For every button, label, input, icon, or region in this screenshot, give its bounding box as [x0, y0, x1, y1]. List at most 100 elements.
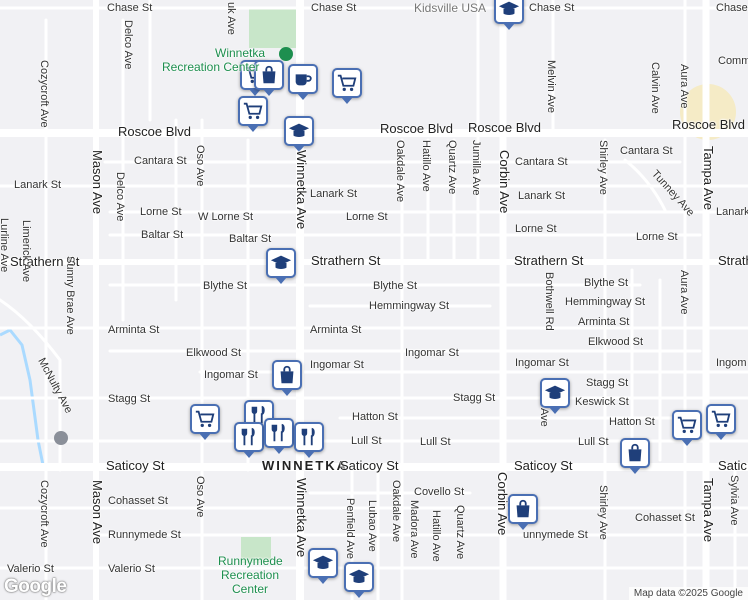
shopping-cart-icon[interactable]	[332, 68, 362, 104]
street-label: Covello St	[414, 486, 465, 498]
school-cap-icon[interactable]	[540, 378, 570, 414]
shopping-cart-icon[interactable]	[190, 404, 220, 440]
street-label: Quartz Ave	[454, 505, 466, 560]
street-label: Cantara St	[515, 156, 568, 168]
street-label: Ingomar St	[405, 347, 459, 359]
street-label: Ave	[538, 408, 550, 427]
shopping-bag-icon[interactable]	[620, 438, 650, 474]
street-label: Roscoe Blvd	[468, 120, 541, 135]
street-label: Runnymede St	[108, 529, 181, 541]
street-label: Winnetka Ave	[294, 150, 309, 230]
street-label: Hatton St	[352, 411, 398, 423]
street-label: Roscoe Blvd	[380, 121, 453, 136]
street-label: Baltar St	[141, 229, 184, 241]
place-label: Kidsville USA	[414, 1, 487, 15]
street-label: Lubao Ave	[366, 500, 378, 552]
street-label: Cozycroft Ave	[38, 60, 50, 128]
street-label: Corbin Ave	[495, 472, 510, 536]
street-label: Strathern St	[514, 253, 584, 268]
place-label: Center	[232, 582, 269, 596]
park-marker-icon[interactable]	[279, 47, 293, 61]
place-label: Winnetka	[215, 46, 266, 60]
map-attribution[interactable]: Map data ©2025 Google	[628, 587, 748, 600]
street-label: Oso Ave	[194, 145, 206, 187]
school-cap-icon[interactable]	[494, 0, 524, 30]
street-label: Strath	[718, 253, 748, 268]
school-cap-icon[interactable]	[308, 548, 338, 584]
shopping-bag-icon[interactable]	[508, 494, 538, 530]
street-label: Aura Ave	[678, 64, 690, 109]
street-label: Tampa Ave	[701, 478, 716, 543]
street-label: Saticoy St	[340, 458, 399, 473]
street-label: Strathern St	[311, 253, 381, 268]
street-label: Mason Ave	[90, 150, 105, 215]
street-label: Cantara St	[620, 145, 673, 157]
school-cap-icon[interactable]	[284, 116, 314, 152]
shopping-bag-icon[interactable]	[272, 360, 302, 396]
street-label: Chase St	[107, 2, 153, 14]
coffee-cup-icon[interactable]	[288, 64, 318, 100]
street-label: Mason Ave	[90, 480, 105, 545]
street-label: W Lorne St	[198, 211, 254, 223]
street-label: Chase St	[716, 2, 748, 14]
street-label: Tampa Ave	[701, 146, 716, 211]
street-label: Lanark St	[518, 190, 566, 202]
street-label: Delco Ave	[114, 172, 126, 222]
street-label: Comm	[718, 55, 748, 67]
school-cap-icon[interactable]	[266, 248, 296, 284]
street-label: Blythe St	[203, 280, 248, 292]
street-label: Hemmingway St	[369, 300, 450, 312]
restaurant-icon[interactable]	[234, 422, 264, 458]
street-label: Delco Ave	[122, 20, 134, 70]
shopping-cart-icon[interactable]	[238, 96, 268, 132]
street-label: Madora Ave	[408, 500, 420, 559]
street-label: Lull St	[351, 435, 382, 447]
street-label: Cantara St	[134, 155, 187, 167]
street-label: Lull St	[420, 436, 451, 448]
shopping-cart-icon[interactable]	[706, 404, 736, 440]
google-logo: Google	[4, 576, 67, 597]
shopping-bag-icon[interactable]	[254, 60, 284, 96]
street-label: Lull St	[578, 436, 609, 448]
street-label: Arminta St	[108, 324, 160, 336]
street-label: Lorne St	[515, 223, 557, 235]
street-label: Oso Ave	[194, 476, 206, 518]
street-label: Winnetka Ave	[294, 478, 309, 558]
place-label: Recreation Center	[162, 60, 260, 74]
street-label: unnymede St	[523, 529, 588, 541]
street-label: Oakdale Ave	[394, 140, 406, 203]
place-label: Recreation	[221, 568, 280, 582]
street-label: Arminta St	[578, 316, 630, 328]
street-label: Ingomar St	[204, 369, 258, 381]
street-label: Oakdale Ave	[390, 480, 402, 543]
street-label: Corbin Ave	[497, 150, 512, 214]
city-label: WINNETKA	[262, 458, 349, 473]
street-label: Cozycroft Ave	[38, 480, 50, 548]
street-label: Lorne St	[346, 211, 388, 223]
street-label: Sylvia Ave	[728, 475, 740, 526]
street-label: Blythe St	[373, 280, 418, 292]
street-label: Limerick Ave	[20, 220, 32, 283]
street-label: Cohasset St	[635, 512, 695, 524]
street-label: Hatillo Ave	[430, 510, 442, 562]
restaurant-icon[interactable]	[294, 422, 324, 458]
street-label: Aura Ave	[678, 270, 690, 315]
restaurant-icon[interactable]	[264, 418, 294, 454]
street-label: Lurline Ave	[0, 218, 10, 273]
street-label: Valerio St	[7, 563, 54, 575]
street-label: Satic	[718, 458, 747, 473]
river	[0, 328, 46, 471]
street-label: Keswick St	[575, 396, 629, 408]
street-label: Ingom	[716, 357, 747, 369]
shopping-cart-icon[interactable]	[672, 410, 702, 446]
street-label: Lanark	[716, 206, 748, 218]
school-cap-icon[interactable]	[344, 562, 374, 598]
street-label: Quartz Ave	[446, 140, 458, 195]
street-label: Ingomar St	[310, 359, 364, 371]
street-label: Hatton St	[609, 416, 655, 428]
street-label: Lorne St	[636, 231, 678, 243]
school-marker-icon[interactable]	[54, 431, 68, 445]
street-label: Lanark St	[310, 188, 358, 200]
